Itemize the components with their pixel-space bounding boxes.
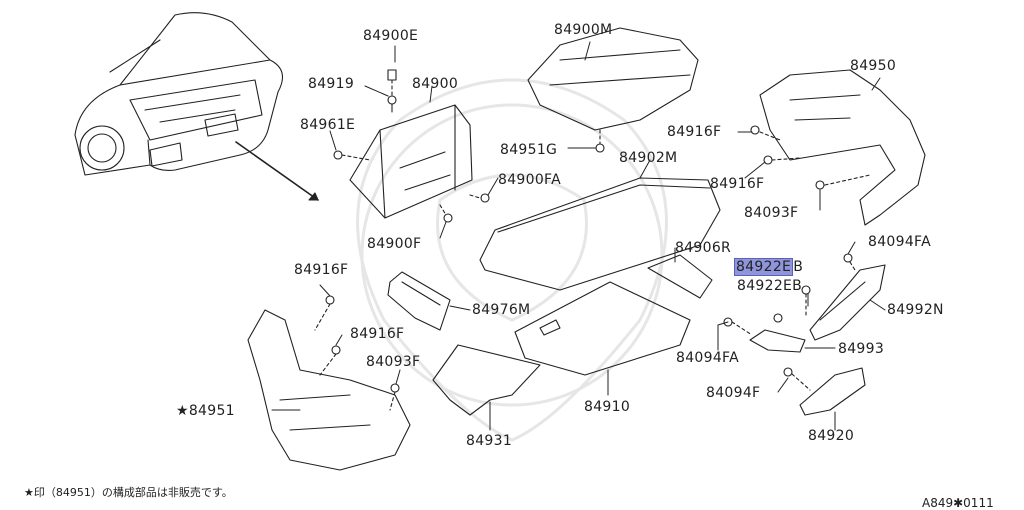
diagram-code: A849✱0111 <box>922 496 994 510</box>
part-84900M <box>527 27 699 153</box>
part-label-84093F-b[interactable]: 84093F <box>366 354 421 370</box>
part-label-84992N[interactable]: 84992N <box>887 302 944 318</box>
part-label-84094FA-b[interactable]: 84094FA <box>676 350 739 366</box>
part-label-84916F-c[interactable]: 84916F <box>294 262 349 278</box>
part-label-84920[interactable]: 84920 <box>808 428 855 444</box>
part-label-84951[interactable]: ★84951 <box>176 403 235 419</box>
part-label-84900F[interactable]: 84900F <box>367 236 422 252</box>
part-label-84900FA[interactable]: 84900FA <box>498 172 561 188</box>
part-84976M <box>387 271 451 331</box>
part-label-84922EB[interactable]: 84922EB <box>737 278 803 294</box>
part-label-84900[interactable]: 84900 <box>412 76 459 92</box>
part-label-84094F[interactable]: 84094F <box>706 385 761 401</box>
watermark <box>356 78 668 442</box>
part-label-84993[interactable]: 84993 <box>838 341 885 357</box>
footnote: ★印（84951）の構成部品は非販売です。 <box>24 486 233 499</box>
part-label-84902M[interactable]: 84902M <box>619 150 678 166</box>
part-label-84916F-b[interactable]: 84916F <box>710 176 765 192</box>
part-84910 <box>514 281 691 376</box>
part-84993 <box>723 313 806 353</box>
part-84951 <box>247 295 411 471</box>
part-label-84900M[interactable]: 84900M <box>554 22 613 38</box>
part-84906R <box>647 254 713 299</box>
part-label-84950[interactable]: 84950 <box>850 58 897 74</box>
part-84920 <box>783 367 866 416</box>
part-label-84951G[interactable]: 84951G <box>500 142 558 158</box>
car-illustration <box>74 12 284 176</box>
selected-suffix: B <box>793 259 804 275</box>
part-label-84910[interactable]: 84910 <box>584 399 631 415</box>
part-label-84900E[interactable]: 84900E <box>363 28 419 44</box>
part-label-84916F-d[interactable]: 84916F <box>350 326 405 342</box>
part-label-84906R[interactable]: 84906R <box>675 240 732 256</box>
part-84950 <box>750 69 926 226</box>
leader-lines <box>271 41 886 431</box>
part-84900 <box>333 69 490 223</box>
part-label-84094FA-a[interactable]: 84094FA <box>868 234 931 250</box>
part-label-84916F-a[interactable]: 84916F <box>667 124 722 140</box>
part-label-84093F-a[interactable]: 84093F <box>744 205 799 221</box>
part-label-84961E[interactable]: 84961E <box>300 117 356 133</box>
part-84992N <box>801 253 886 341</box>
part-label-84976M[interactable]: 84976M <box>472 302 531 318</box>
part-label-84931[interactable]: 84931 <box>466 433 513 449</box>
part-84902M <box>479 177 721 291</box>
selected-highlight[interactable]: 84922E <box>734 258 794 276</box>
arrow-head <box>308 192 319 201</box>
part-label-84919[interactable]: 84919 <box>308 76 355 92</box>
part-84931 <box>432 344 541 416</box>
